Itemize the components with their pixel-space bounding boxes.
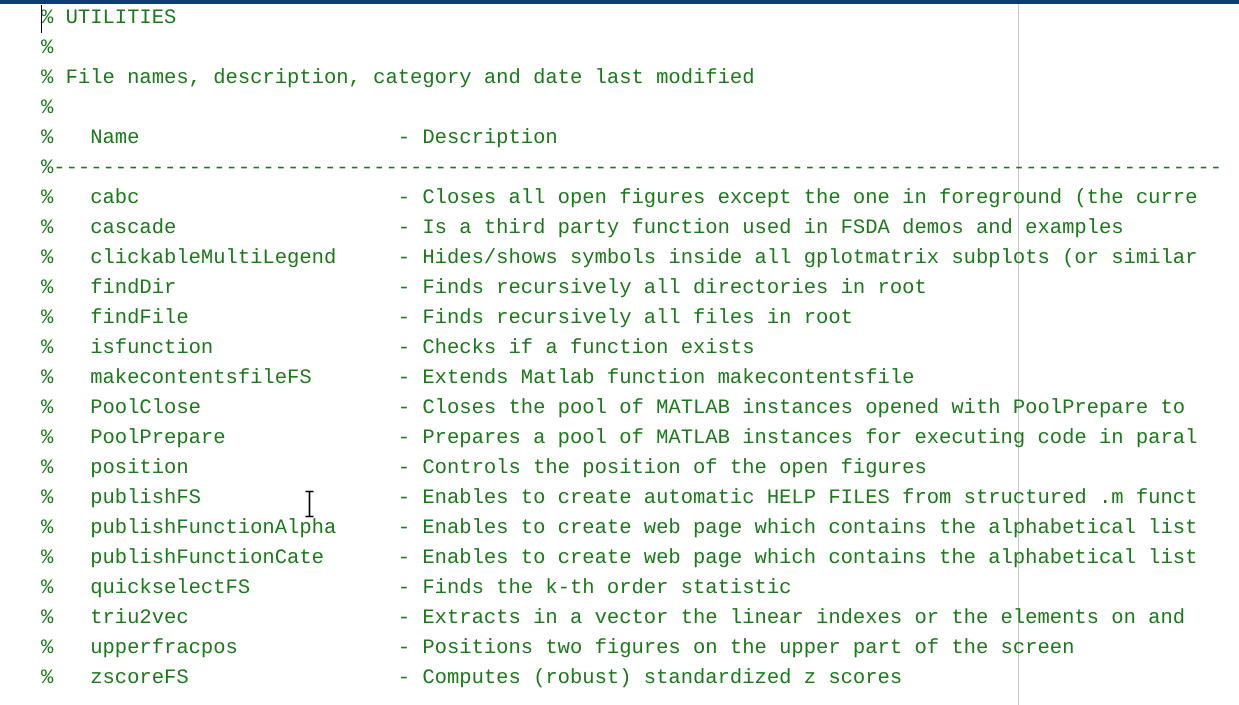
- code-line[interactable]: % upperfracpos - Positions two figures o…: [41, 637, 1075, 660]
- code-line[interactable]: % cabc - Closes all open figures except …: [41, 187, 1198, 210]
- code-line[interactable]: % PoolPrepare - Prepares a pool of MATLA…: [41, 427, 1198, 450]
- code-line[interactable]: % publishFS - Enables to create automati…: [41, 487, 1198, 510]
- code-line[interactable]: % publishFunctionCate - Enables to creat…: [41, 547, 1198, 570]
- code-line[interactable]: % isfunction - Checks if a function exis…: [41, 337, 755, 360]
- code-line[interactable]: % zscoreFS - Computes (robust) standardi…: [41, 667, 903, 690]
- text-caret: [41, 5, 42, 33]
- code-line[interactable]: % UTILITIES: [41, 7, 177, 30]
- code-line[interactable]: % clickableMultiLegend - Hides/shows sym…: [41, 247, 1198, 270]
- code-line[interactable]: % cascade - Is a third party function us…: [41, 217, 1124, 240]
- code-line[interactable]: % triu2vec - Extracts in a vector the li…: [41, 607, 1186, 630]
- column-ruler-line: [1018, 4, 1019, 705]
- window-title-bar: [0, 0, 1239, 4]
- code-line[interactable]: % quickselectFS - Finds the k-th order s…: [41, 577, 792, 600]
- code-line[interactable]: %: [41, 37, 54, 60]
- code-line[interactable]: % findFile - Finds recursively all files…: [41, 307, 853, 330]
- code-editor-pane[interactable]: % UTILITIES% % File names, description, c…: [0, 4, 1239, 705]
- code-line[interactable]: % Name - Description: [41, 127, 558, 150]
- code-line[interactable]: % File names, description, category and …: [41, 67, 755, 90]
- code-line[interactable]: %---------------------------------------…: [41, 157, 1222, 180]
- code-line[interactable]: % PoolClose - Closes the pool of MATLAB …: [41, 397, 1186, 420]
- code-line[interactable]: % publishFunctionAlpha - Enables to crea…: [41, 517, 1198, 540]
- code-line[interactable]: % position - Controls the position of th…: [41, 457, 927, 480]
- code-line[interactable]: % findDir - Finds recursively all direct…: [41, 277, 927, 300]
- code-text-area[interactable]: % UTILITIES% % File names, description, c…: [0, 4, 1239, 694]
- code-line[interactable]: % makecontentsfileFS - Extends Matlab fu…: [41, 367, 915, 390]
- code-line[interactable]: %: [41, 97, 54, 120]
